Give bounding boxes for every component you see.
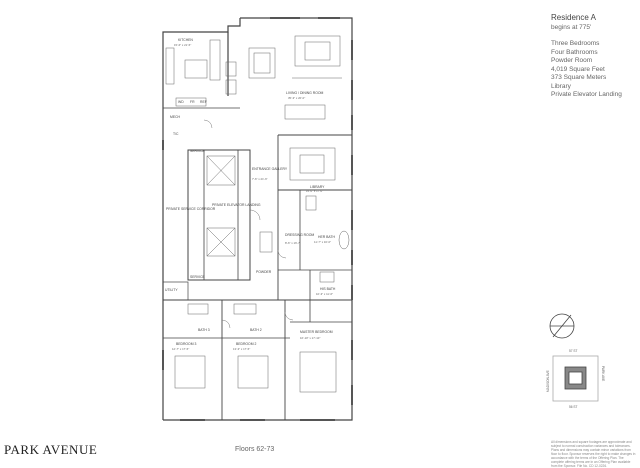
tc-label: T/C [173, 132, 179, 136]
key-plan [552, 355, 599, 402]
feature-item: Three Bedrooms [551, 40, 600, 47]
brand-logo: PARK AVENUE [4, 442, 98, 457]
hisbath-label: HIS BATH [320, 287, 336, 291]
living-label: LIVING / DINING ROOM [286, 91, 323, 95]
service-top-label: SERVICE [190, 149, 206, 153]
dressing-dim: 8'-6" x 16'-7" [285, 241, 301, 245]
key-south-label: 56 ST [569, 405, 578, 409]
key-west-label: MADISON AVE [546, 370, 550, 392]
master-label: MASTER BEDROOM [300, 330, 333, 334]
feature-item: Private Elevator Landing [551, 91, 622, 98]
library-dim: 15'-0" x 17'-0" [306, 189, 323, 193]
service-bottom-label: SERVICE [190, 275, 206, 279]
kitchen-dim: 15'-6" x 21'-5" [174, 43, 191, 47]
dressing-label: DRESSING ROOM [285, 233, 314, 237]
key-east-label: PARK AVE [601, 366, 605, 381]
living-dim: 35'-3" x 20'-0" [288, 96, 305, 100]
master-dim: 16'-10" x 17'-10" [300, 336, 320, 340]
utility-label: UTILITY [165, 288, 178, 292]
residence-title: Residence A [551, 13, 596, 22]
bed3-label: BEDROOM 3 [176, 342, 196, 346]
bath2-label: BATH 2 [250, 328, 262, 332]
gallery-dim: 7'-6" x 21'-6" [252, 177, 268, 181]
ref-label: REF [200, 100, 207, 104]
feature-item: Library [551, 82, 571, 90]
corridor-label: PRIVATE SERVICE CORRIDOR [166, 207, 216, 211]
residence-info: Residence A begins at 775' Three Bedroom… [551, 13, 637, 100]
fr-label: FR [190, 100, 195, 104]
feature-item: 373 Square Meters [551, 74, 607, 81]
bed3-dim: 12'-7" x 17'-5" [172, 347, 189, 351]
herbath-dim: 11'-7" x 16'-0" [314, 240, 331, 244]
bed2-label: BEDROOM 2 [236, 342, 256, 346]
compass-icon [549, 313, 575, 339]
feature-item: Four Bathrooms [551, 48, 598, 56]
herbath-label: HER BATH [318, 235, 335, 239]
bath3-label: BATH 3 [198, 328, 210, 332]
legal-disclaimer: All dimensions and square footages are a… [551, 440, 636, 468]
residence-subtitle: begins at 775' [551, 24, 592, 31]
mech-label: MECH [170, 115, 181, 119]
feature-item: Powder Room [551, 57, 593, 64]
powder-label: POWDER [256, 270, 272, 274]
hisbath-dim: 10'-3" x 11'-6" [316, 292, 333, 296]
gallery-label: ENTRANCE GALLERY [252, 167, 288, 171]
bed2-dim: 13'-3" x 17'-5" [233, 347, 250, 351]
feature-item: 4,019 Square Feet [551, 65, 605, 73]
landing-label: PRIVATE ELEVATOR LANDING [212, 203, 261, 207]
floors-label: Floors 62-73 [235, 446, 275, 453]
key-north-label: 57 ST [569, 349, 578, 353]
wd-label: WD [178, 100, 184, 104]
kitchen-label: KITCHEN [178, 38, 193, 42]
library-label: LIBRARY [310, 185, 325, 189]
